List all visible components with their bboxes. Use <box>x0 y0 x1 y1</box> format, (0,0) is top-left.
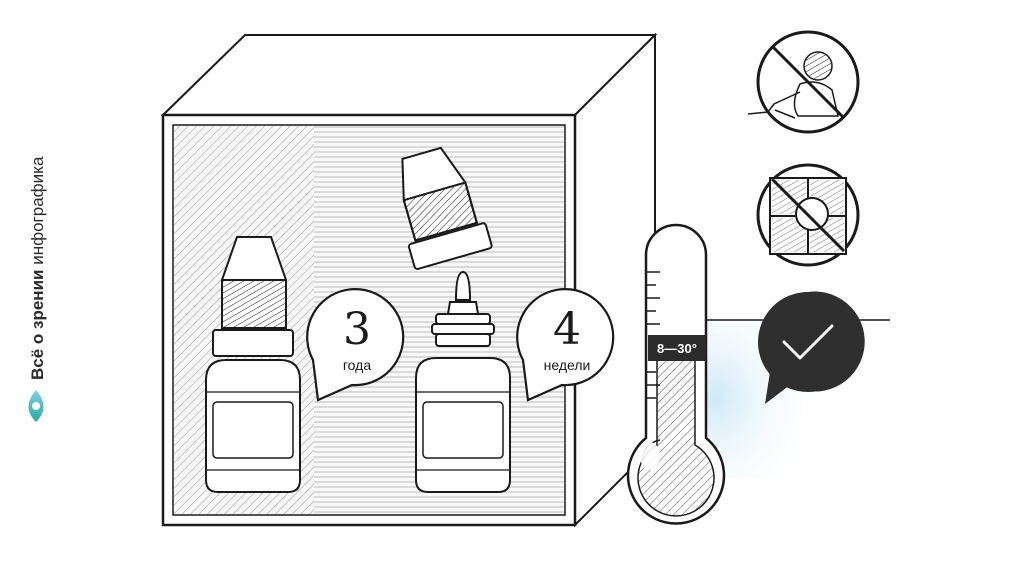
open-bottle <box>415 270 511 493</box>
brand-logo-block <box>22 120 50 430</box>
thermometer: 8—30° <box>626 223 726 525</box>
closed-bottle-number: 3 <box>343 304 371 355</box>
bubble-closed-shelf-life: 3 года <box>306 288 405 402</box>
check-icon <box>758 291 865 404</box>
floating-cap <box>401 146 493 270</box>
open-bottle-number: 4 <box>553 304 581 355</box>
no-children-icon <box>747 30 860 134</box>
no-sunlight-icon <box>756 163 860 267</box>
closed-bottle <box>205 236 301 493</box>
bubble-open-shelf-life: 4 недели <box>516 288 615 402</box>
temperature-range: 8—30° <box>657 341 697 356</box>
closed-bottle-unit: года <box>343 357 371 373</box>
open-bottle-unit: недели <box>544 357 591 373</box>
brand-eye-icon <box>28 390 44 422</box>
